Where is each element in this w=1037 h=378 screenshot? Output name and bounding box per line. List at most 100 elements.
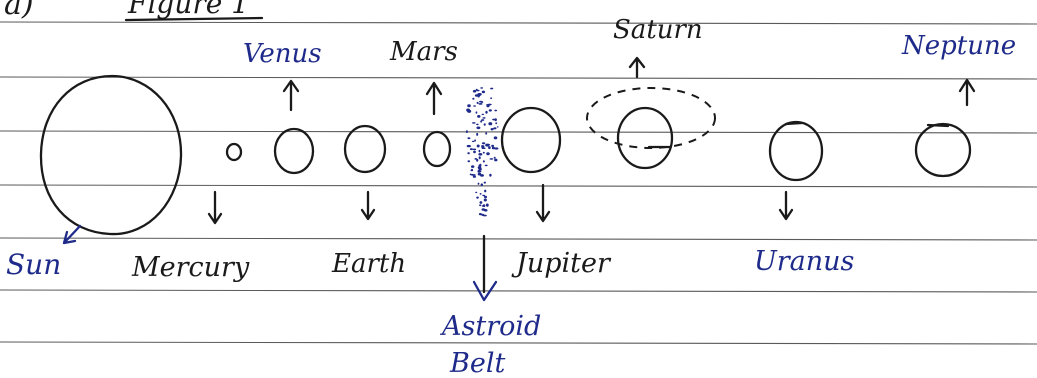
asteroid-dot [488, 146, 491, 150]
jupiter-label: Jupiter [511, 248, 612, 279]
asteroid-dot [467, 152, 470, 155]
asteroid-dot [478, 213, 482, 216]
venus-label: Venus [243, 39, 322, 69]
asteroid-dot [466, 108, 470, 112]
asteroid-dot [482, 194, 486, 197]
asteroid-dot [482, 214, 487, 217]
asteroid-dot [493, 136, 498, 140]
asteroid-dot [475, 111, 478, 114]
saturn-label: Saturn [613, 15, 703, 45]
asteroid-dot [474, 139, 476, 142]
asteroid-dot [489, 173, 492, 177]
mars-arrow [425, 81, 443, 116]
asteroid-dot [484, 164, 488, 167]
asteroid-dot [482, 145, 485, 148]
asteroid-dot [475, 88, 478, 91]
uranus-arrow [778, 190, 794, 221]
uranus-stroke [784, 121, 804, 126]
asteroid-dot [476, 101, 479, 104]
part-label: a) [4, 0, 34, 22]
asteroid-dot [476, 126, 481, 130]
asteroid-dot [490, 97, 493, 99]
asteroid-dot [472, 122, 476, 124]
asteroid-dot [483, 198, 487, 202]
asteroid-belt-label-line1: Astroid [439, 311, 541, 342]
asteroid-dot [488, 122, 493, 126]
asteroid-dot [481, 142, 486, 145]
saturn-circle [616, 106, 674, 170]
asteroid-dot [473, 105, 476, 107]
asteroid-dot [494, 109, 498, 112]
asteroid-dot [472, 174, 476, 176]
asteroid-dot [482, 117, 486, 119]
asteroid-dot [479, 201, 483, 204]
asteroid-dot [492, 118, 496, 121]
asteroid-dot [483, 181, 486, 184]
neptune-stroke [926, 123, 950, 128]
ruled-lines [0, 21, 1037, 345]
figure-title: Figure 1 [127, 0, 249, 20]
asteroid-dot [478, 167, 482, 171]
asteroid-dot [482, 204, 486, 208]
asteroid-dot [483, 123, 486, 126]
earth-label: Earth [331, 249, 406, 279]
asteroid-dot [481, 208, 486, 211]
asteroid-dot [476, 132, 479, 136]
asteroid-dot [482, 151, 485, 154]
asteroid-belt-label-line2: Belt [449, 348, 505, 378]
earth-circle [343, 124, 387, 174]
mercury-label: Mercury [131, 252, 250, 283]
asteroid-dot [485, 132, 488, 135]
asteroid-dot [466, 144, 471, 148]
sun-circle [39, 74, 183, 236]
asteroid-dot [494, 158, 498, 162]
asteroid-dot [472, 89, 477, 93]
asteroid-dot [472, 148, 477, 151]
asteroid-dot [478, 153, 483, 156]
asteroid-dot [486, 104, 490, 108]
asteroid-dot [480, 120, 483, 123]
asteroid-dot [486, 152, 490, 156]
asteroid-dot [476, 123, 479, 126]
asteroid-dot [480, 183, 483, 186]
asteroid-dot [474, 94, 478, 97]
asteroid-dot [479, 204, 482, 207]
sun-label: Sun [6, 248, 61, 281]
asteroid-dot [485, 203, 489, 207]
asteroid-dot [465, 130, 468, 134]
asteroid-dot [484, 195, 487, 199]
asteroid-dot [478, 103, 483, 105]
asteroid-dot [481, 119, 485, 121]
asteroid-dot [467, 160, 471, 163]
asteroid-dot [471, 165, 475, 168]
asteroid-dot [495, 122, 498, 125]
asteroid-dot [486, 143, 491, 146]
asteroid-dot [478, 156, 481, 160]
asteroid-dot [467, 104, 471, 108]
uranus-label: Uranus [754, 246, 854, 277]
figure-title-underline [124, 16, 264, 22]
asteroid-dot [469, 173, 472, 176]
asteroid-dot [490, 128, 494, 131]
mars-circle [422, 130, 452, 168]
asteroid-dot [479, 163, 482, 167]
asteroid-dot [491, 146, 495, 149]
asteroid-dot [472, 97, 475, 100]
asteroid-dot [476, 196, 479, 199]
asteroid-dot [482, 160, 485, 163]
asteroid-dot [477, 93, 480, 97]
asteroid-dot [481, 90, 486, 94]
neptune-arrow [958, 78, 976, 107]
saturn-rings [586, 87, 716, 149]
asteroid-dot [479, 100, 483, 103]
asteroid-dot [478, 149, 481, 153]
asteroid-dot [471, 168, 473, 171]
asteroid-dot [484, 189, 487, 193]
asteroid-dot [494, 147, 499, 150]
asteroid-dot [493, 156, 496, 159]
venus-arrow [282, 79, 300, 112]
asteroid-dot [489, 158, 494, 160]
asteroid-dot [481, 147, 486, 149]
